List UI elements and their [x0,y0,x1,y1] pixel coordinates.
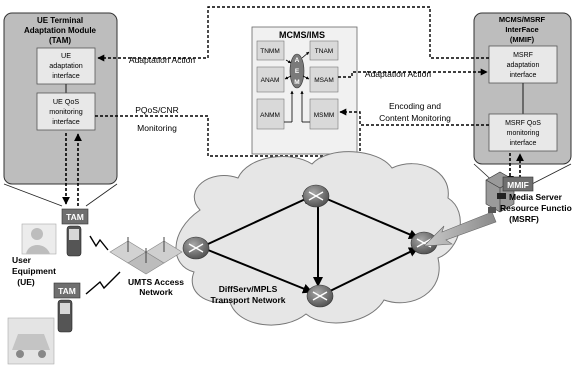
mobile-phone-icon [66,225,82,257]
router-icon [306,284,334,308]
tam-title-line3: (TAM) [49,36,71,45]
tam-device-label-2: TAM [58,286,76,296]
ue-adaptation-line1: UE [61,51,71,60]
car-photo-icon [7,317,55,365]
router-icon [302,184,330,208]
tam-panel: UE Terminal Adaptation Module (TAM) UE a… [3,12,118,185]
transport-label-line1: DiffServ/MPLS [219,284,278,294]
umts-label-line1: UMTS Access [128,277,184,287]
mmif-server-badge [502,176,534,192]
mobile-phone-icon [57,299,73,333]
module-anmm: ANMM [260,112,280,119]
ue-adaptation-line3: interface [52,71,80,80]
encoding-label-line2: Content Monitoring [379,113,451,123]
mcms-ims-box: MCMS/IMS TNMM TNAM ANAM MSAM ANMM MSMM A… [251,26,358,155]
ue-qos-line3: interface [52,117,80,126]
tam-device-label-1: TAM [66,212,84,222]
server-caption-line2: Resource Functio [500,203,572,213]
mmif-panel: MCMS/MSRF InterFace (MMIF) MSRF adaptati… [473,12,572,165]
msrf-qos-line2: monitoring [507,130,540,137]
module-msam: MSAM [314,77,334,84]
tam-device-badge [61,208,89,225]
wireless-link-icon [85,271,121,295]
ue-caption-line1: User [12,255,32,265]
msrf-qos-line3: interface [510,140,537,147]
msrf-adaptation-line2: adaptation [507,62,540,69]
mmif-title-line2: InterFace [505,25,538,34]
msrf-qos-monitoring-interface-box [488,113,558,152]
server-caption-line3: (MSRF) [509,214,539,224]
pqos-label-line2: Monitoring [137,123,177,133]
user-photo-icon [21,223,57,255]
adaptation-action-left-label: Adaptation Action [129,55,195,65]
mmif-title-line3: (MMIF) [510,35,535,44]
msrf-qos-line1: MSRF QoS [505,120,541,127]
ue-adaptation-interface-box [36,47,96,85]
wireless-link-icon [89,235,109,251]
ue-qos-monitoring-interface-box [36,92,96,131]
mcms-title: MCMS/IMS [279,30,325,40]
module-tnmm: TNMM [260,48,280,55]
aem-e: E [295,68,300,75]
msrf-to-transport-arrow [423,211,497,247]
tam-title-line1: UE Terminal [37,16,83,25]
tam-title-line2: Adaptation Module [24,26,97,35]
module-tnam: TNAM [315,48,333,55]
aem-a: A [295,57,300,64]
ue-qos-line2: monitoring [49,107,83,116]
msrf-adaptation-line3: interface [510,72,537,79]
msrf-indicator-icon [497,193,506,199]
umts-access-network-icon [109,237,183,275]
transport-label-line2: Transport Network [210,295,285,305]
aem-oval [289,53,305,89]
encoding-label-line1: Encoding and [389,101,441,111]
ue-caption-line3: (UE) [17,277,35,287]
umts-label-line2: Network [139,287,173,297]
ue-qos-line1: UE QoS [53,97,80,106]
adaptation-action-right-label: Adaptation Action [365,69,431,79]
mmif-server-label: MMIF [507,180,529,190]
backbone-links [197,187,419,301]
module-anam: ANAM [261,77,280,84]
mmif-title-line1: MCMS/MSRF [499,15,546,24]
msrf-adaptation-line1: MSRF [513,52,533,59]
module-msmm: MSMM [314,112,335,119]
tam-device-badge [53,282,81,299]
router-icon [182,236,210,260]
aem-m: M [294,79,299,86]
pqos-label-line1: PQoS/CNR [135,105,178,115]
ue-adaptation-line2: adaptation [49,61,83,70]
server-caption-line1: Media Server [509,192,563,202]
ue-caption-line2: Equipment [12,266,56,276]
